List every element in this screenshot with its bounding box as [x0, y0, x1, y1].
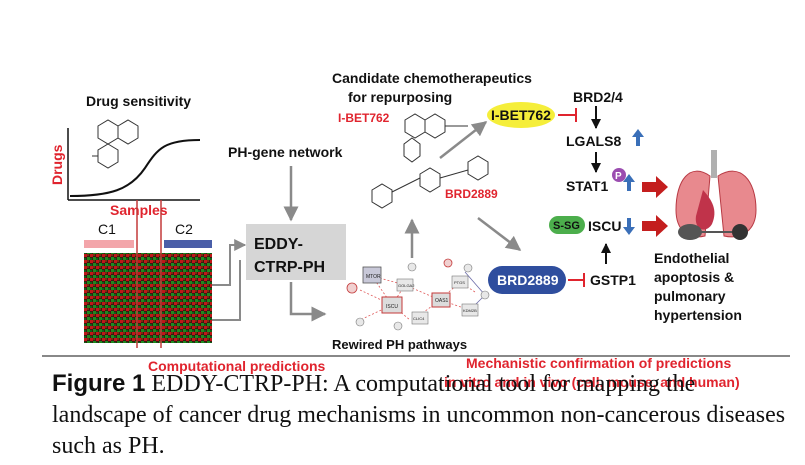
class-bar-c1 [84, 240, 134, 248]
phospho-label: P [615, 171, 622, 182]
network-node-iscu: ISCU [386, 304, 398, 310]
network-node-golga2: GOLGA2 [398, 283, 415, 288]
drug-box-brd2889-bg [488, 266, 566, 294]
network-node-clic4: CLIC4 [413, 316, 425, 321]
red-arrow-iscu [642, 215, 668, 237]
outcome-line2: apoptosis & [654, 269, 734, 285]
network-node-kdm2b: KDM2B [463, 308, 477, 313]
drug-sensitivity-title: Drug sensitivity [86, 93, 191, 109]
axis-label-drugs: Drugs [49, 144, 65, 185]
heatmap-bracket [212, 260, 241, 321]
down-arrow-iscu [623, 218, 635, 235]
caption-text: EDDY-CTRP-PH: A computational tool for m… [52, 371, 786, 459]
gene-stat1: STAT1 [566, 178, 608, 194]
drug-structure-left [92, 119, 139, 169]
drug-label-brd2889-red: BRD2889 [445, 187, 498, 201]
mechanistic-confirmation-line1: Mechanistic confirmation of predictions [466, 355, 731, 371]
ssg-badge [549, 216, 585, 234]
arrow-to-ibet762 [439, 121, 488, 159]
drug-box-ibet762: I-BET762 [491, 107, 551, 123]
structure-ibet762 [403, 113, 468, 163]
expression-heatmap [84, 253, 212, 343]
eddy-to-pathways-arrow [289, 282, 327, 322]
up-arrow-lgals8 [632, 129, 644, 146]
mechanistic-confirmation-line2: in vitro and in vivo (cell, mouse, and h… [444, 374, 740, 390]
gene-brd2-4: BRD2/4 [573, 89, 623, 105]
class-label-c1: C1 [98, 221, 116, 237]
outcome-line4: hypertension [654, 307, 742, 323]
inhibit-ibet762 [558, 108, 577, 122]
drug-box-brd2889: BRD2889 [497, 272, 559, 288]
gene-ssg: S-SG [553, 220, 580, 232]
caption-label: Figure 1 [52, 370, 146, 397]
ph-gene-network-label: PH-gene network [228, 144, 343, 160]
gene-gstp1: GSTP1 [590, 272, 636, 288]
eddy-ctrp-ph-box [246, 224, 346, 280]
network-node-oas1: OAS1 [435, 298, 449, 304]
ibet762-highlight [487, 102, 555, 128]
rewired-pathways-label: Rewired PH pathways [332, 337, 467, 352]
figure-caption: Figure 1 EDDY-CTRP-PH: A computational t… [52, 368, 792, 462]
network-node-ptgs: PTGS [454, 280, 465, 285]
gene-iscu: ISCU [588, 218, 621, 234]
candidate-title-line2: for repurposing [348, 89, 452, 105]
structure-brd2889 [371, 155, 489, 209]
phospho-badge [612, 168, 626, 182]
axis-label-samples: Samples [110, 202, 168, 218]
outcome-line1: Endothelial [654, 250, 729, 266]
computational-predictions-label: Computational predictions [148, 358, 326, 374]
outcome-line3: pulmonary [654, 288, 726, 304]
rewired-network: MTOR ISCU GOLGA2 OAS1 PTGS KDM2B CLIC4 [346, 258, 490, 331]
class-label-c2: C2 [175, 221, 193, 237]
class-bar-c2 [164, 240, 212, 248]
up-arrow-stat1 [623, 174, 635, 191]
arrow-to-brd2889 [477, 217, 522, 251]
candidate-title-line1: Candidate chemotherapeutics [332, 70, 532, 86]
eddy-label-line2: CTRP-PH [254, 259, 325, 276]
sigmoid-curve [69, 139, 201, 197]
lungs-illustration [675, 150, 757, 240]
gene-lgals8: LGALS8 [566, 133, 621, 149]
network-node-mtor: MTOR [366, 274, 381, 280]
inhibit-brd2889 [568, 273, 585, 287]
heatmap-to-eddy-connector [212, 239, 247, 286]
drug-label-ibet762-red: I-BET762 [338, 111, 390, 125]
red-arrow-stat1 [642, 176, 668, 198]
eddy-label-line1: EDDY- [254, 236, 303, 253]
